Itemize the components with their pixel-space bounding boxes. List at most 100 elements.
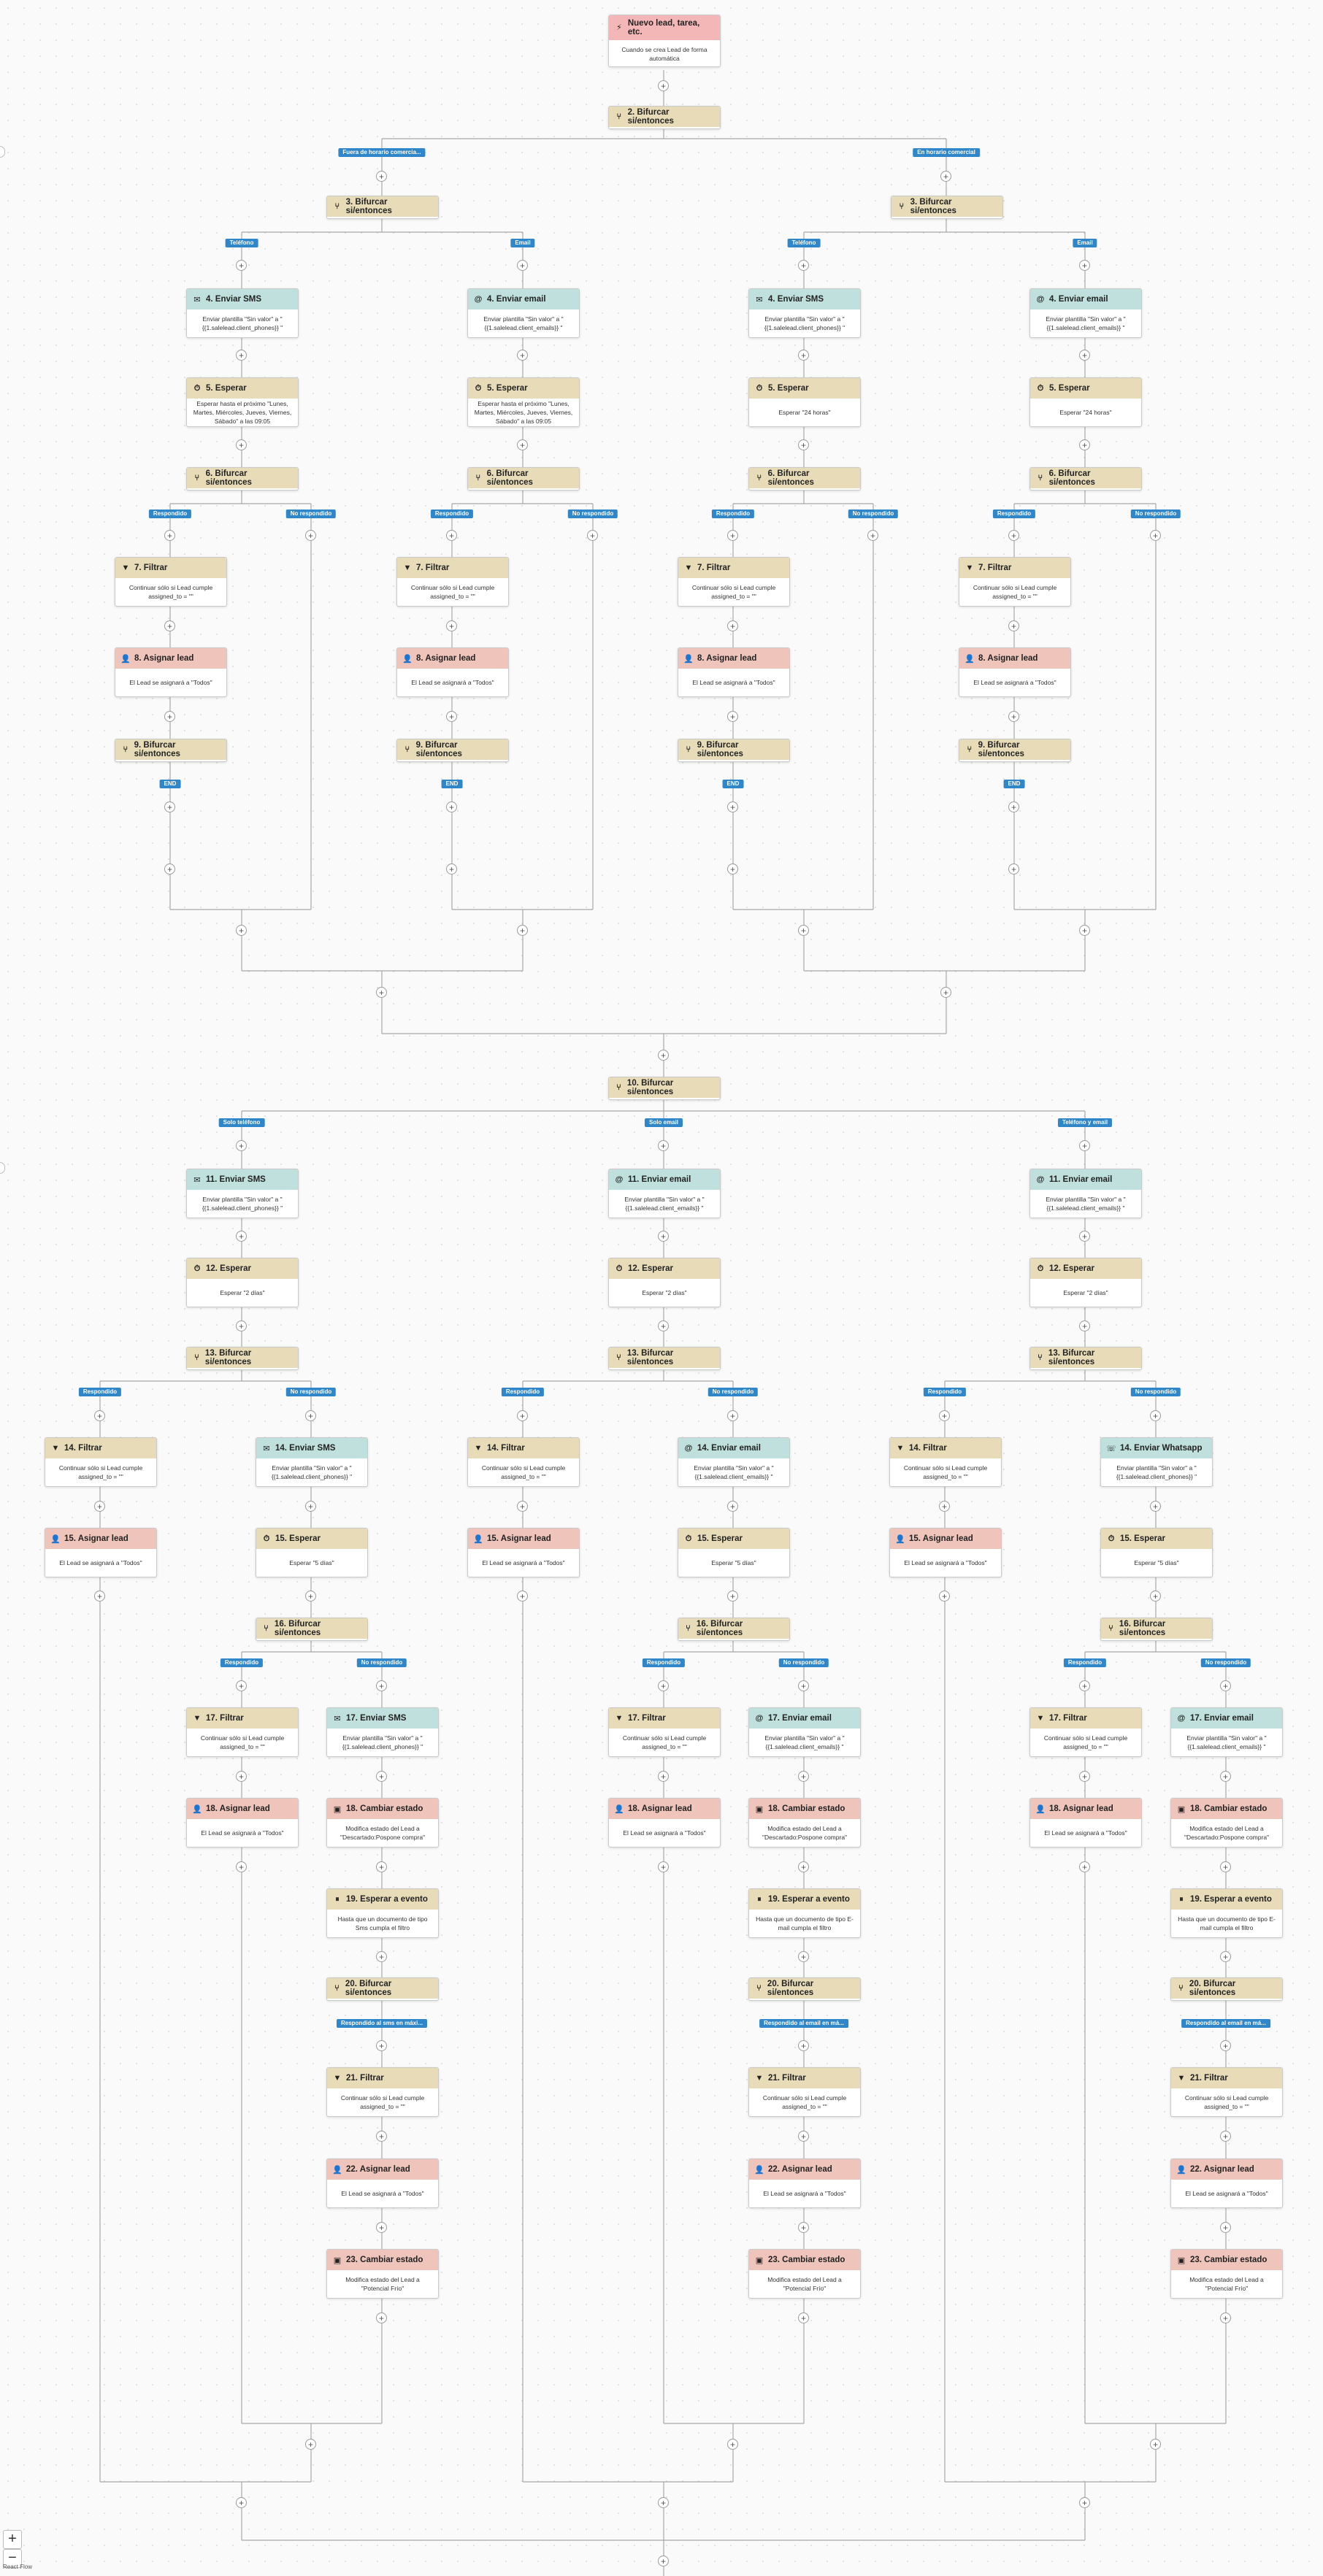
zoom-in-button[interactable]: + bbox=[3, 2530, 22, 2549]
add-step-button[interactable]: + bbox=[1079, 1140, 1090, 1151]
branch-label[interactable]: Teléfono bbox=[787, 239, 821, 247]
add-step-button[interactable]: + bbox=[1220, 1951, 1231, 1962]
branch-label[interactable]: No respondido bbox=[285, 510, 337, 518]
add-step-button[interactable]: + bbox=[1150, 2439, 1161, 2450]
node-n9a[interactable]: ⑂9. Bifurcar si/entonces bbox=[115, 739, 227, 762]
add-step-button[interactable]: + bbox=[446, 530, 457, 541]
add-step-button[interactable]: + bbox=[376, 1951, 387, 1962]
add-step-button[interactable]: + bbox=[940, 987, 951, 998]
add-step-button[interactable]: + bbox=[236, 1680, 247, 1691]
add-step-button[interactable]: + bbox=[236, 439, 247, 450]
add-step-button[interactable]: + bbox=[305, 2439, 316, 2450]
add-step-button[interactable]: + bbox=[94, 1501, 105, 1512]
add-step-button[interactable]: + bbox=[94, 1410, 105, 1421]
add-step-button[interactable]: + bbox=[727, 530, 738, 541]
add-step-button[interactable]: + bbox=[867, 530, 878, 541]
node-trigger[interactable]: ⚡Nuevo lead, tarea, etc.Cuando se crea L… bbox=[608, 15, 721, 67]
add-step-button[interactable]: + bbox=[1008, 801, 1019, 812]
branch-label[interactable]: Respondido bbox=[430, 510, 474, 518]
add-step-button[interactable]: + bbox=[376, 1680, 387, 1691]
node-n3b[interactable]: ⑂3. Bifurcar si/entonces bbox=[891, 196, 1003, 219]
add-step-button[interactable]: + bbox=[517, 439, 528, 450]
node-n20b[interactable]: ⑂20. Bifurcar si/entonces bbox=[748, 1977, 861, 2001]
add-step-button[interactable]: + bbox=[376, 2222, 387, 2233]
add-step-button[interactable]: + bbox=[1220, 2131, 1231, 2142]
add-step-button[interactable]: + bbox=[1220, 1771, 1231, 1782]
node-n6b[interactable]: ⑂6. Bifurcar si/entonces bbox=[467, 467, 580, 491]
add-step-button[interactable]: + bbox=[940, 171, 951, 182]
add-step-button[interactable]: + bbox=[658, 1861, 669, 1872]
add-step-button[interactable]: + bbox=[517, 260, 528, 271]
node-n9d[interactable]: ⑂9. Bifurcar si/entonces bbox=[959, 739, 1071, 762]
add-step-button[interactable]: + bbox=[305, 1410, 316, 1421]
add-step-button[interactable]: + bbox=[1079, 1861, 1090, 1872]
add-step-button[interactable]: + bbox=[446, 801, 457, 812]
add-step-button[interactable]: + bbox=[305, 530, 316, 541]
add-step-button[interactable]: + bbox=[658, 1320, 669, 1331]
branch-label[interactable]: Email bbox=[1073, 239, 1097, 247]
add-step-button[interactable]: + bbox=[376, 2131, 387, 2142]
add-step-button[interactable]: + bbox=[236, 2497, 247, 2508]
add-step-button[interactable]: + bbox=[1150, 1410, 1161, 1421]
zoom-out-button[interactable]: − bbox=[3, 2549, 22, 2568]
add-step-button[interactable]: + bbox=[798, 350, 809, 361]
add-step-button[interactable]: + bbox=[727, 864, 738, 874]
branch-label[interactable]: Respondido bbox=[642, 1658, 686, 1667]
add-step-button[interactable]: + bbox=[446, 864, 457, 874]
add-step-button[interactable]: + bbox=[517, 1501, 528, 1512]
branch-label[interactable]: No respondido bbox=[707, 1388, 759, 1396]
branch-label[interactable]: No respondido bbox=[567, 510, 618, 518]
node-n6c[interactable]: ⑂6. Bifurcar si/entonces bbox=[748, 467, 861, 491]
branch-label[interactable]: END bbox=[722, 780, 744, 788]
add-step-button[interactable]: + bbox=[658, 1771, 669, 1782]
add-step-button[interactable]: + bbox=[727, 711, 738, 722]
node-n16a[interactable]: ⑂16. Bifurcar si/entonces bbox=[256, 1618, 368, 1641]
add-step-button[interactable]: + bbox=[798, 1861, 809, 1872]
add-step-button[interactable]: + bbox=[798, 260, 809, 271]
add-step-button[interactable]: + bbox=[236, 1140, 247, 1151]
add-step-button[interactable]: + bbox=[798, 2131, 809, 2142]
branch-label[interactable]: END bbox=[441, 780, 463, 788]
add-step-button[interactable]: + bbox=[1220, 2222, 1231, 2233]
add-step-button[interactable]: + bbox=[1079, 925, 1090, 936]
node-n20a[interactable]: ⑂20. Bifurcar si/entonces bbox=[326, 1977, 439, 2001]
add-step-button[interactable]: + bbox=[236, 1771, 247, 1782]
add-step-button[interactable]: + bbox=[798, 2040, 809, 2051]
add-step-button[interactable]: + bbox=[727, 1501, 738, 1512]
branch-label[interactable]: No respondido bbox=[1130, 1388, 1181, 1396]
node-n6a[interactable]: ⑂6. Bifurcar si/entonces bbox=[186, 467, 299, 491]
branch-label[interactable]: No respondido bbox=[1130, 510, 1181, 518]
add-step-button[interactable]: + bbox=[798, 1680, 809, 1691]
add-step-button[interactable]: + bbox=[164, 864, 175, 874]
add-step-button[interactable]: + bbox=[658, 1140, 669, 1151]
add-step-button[interactable]: + bbox=[517, 350, 528, 361]
node-n16b[interactable]: ⑂16. Bifurcar si/entonces bbox=[678, 1618, 790, 1641]
add-step-button[interactable]: + bbox=[587, 530, 598, 541]
node-n13c[interactable]: ⑂13. Bifurcar si/entonces bbox=[1029, 1347, 1142, 1370]
